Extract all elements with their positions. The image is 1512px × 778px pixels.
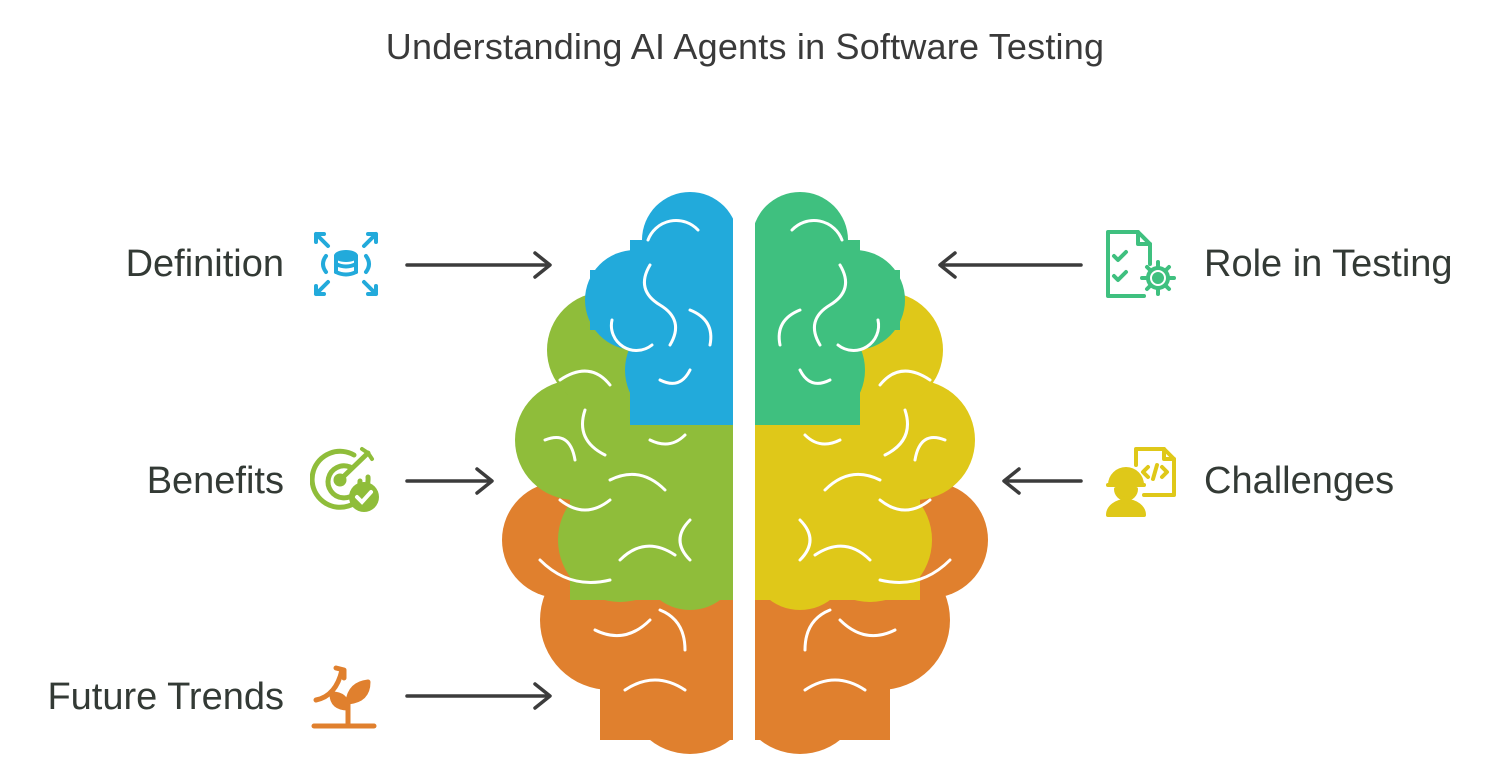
label-challenges: Challenges <box>1204 460 1395 502</box>
arrow-benefits <box>405 467 494 495</box>
arrow-future-trends <box>405 682 552 710</box>
label-future-trends: Future Trends <box>47 676 284 718</box>
label-role-in-testing: Role in Testing <box>1204 243 1453 285</box>
database-expand-icon <box>310 228 382 300</box>
brain-lobe-role-in-testing <box>755 192 905 425</box>
label-definition: Definition <box>125 243 284 285</box>
page-title: Understanding AI Agents in Software Test… <box>385 26 1105 67</box>
arrow-role-in-testing <box>938 251 1083 279</box>
right-hemisphere <box>755 192 988 754</box>
arrow-definition <box>405 251 552 279</box>
label-benefits: Benefits <box>146 460 284 502</box>
left-hemisphere <box>502 192 733 754</box>
checklist-gear-icon <box>1104 228 1176 300</box>
developer-code-icon <box>1104 445 1176 517</box>
growth-sprout-icon <box>310 660 382 732</box>
target-check-icon <box>310 445 382 517</box>
arrow-challenges <box>1002 467 1083 495</box>
